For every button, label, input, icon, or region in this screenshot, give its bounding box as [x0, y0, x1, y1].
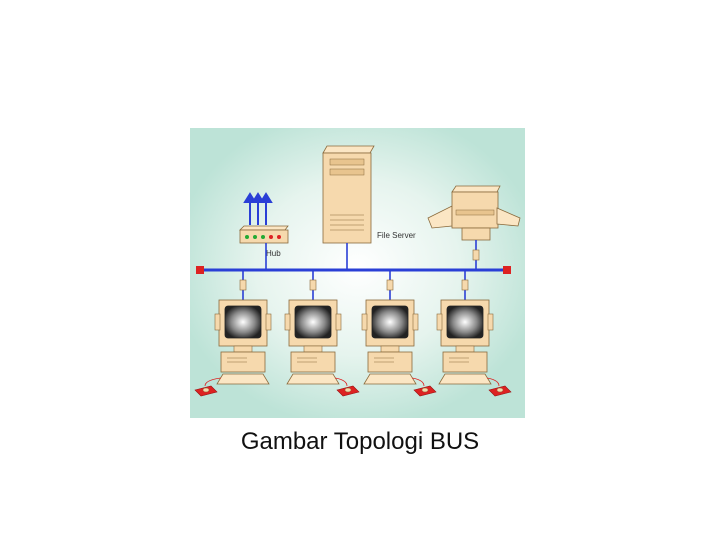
hub-uplink-arrows [243, 192, 273, 225]
workstation-2 [284, 270, 360, 397]
bus-terminator-left [196, 266, 204, 274]
monitor-screen [294, 305, 332, 339]
diagram-caption: Gambar Topologi BUS [240, 428, 480, 455]
bus-topology-diagram: Hub File Server [190, 128, 525, 418]
workstation-4 [436, 270, 512, 397]
bus-terminator-right [503, 266, 511, 274]
monitor-screen [224, 305, 262, 339]
hub-device [239, 225, 289, 244]
file-server [322, 145, 375, 244]
monitor-screen [371, 305, 409, 339]
monitor-screen [446, 305, 484, 339]
workstation-1 [194, 270, 272, 397]
workstations [194, 270, 512, 397]
workstation-3 [361, 270, 437, 397]
printer [427, 185, 521, 241]
hub-label: Hub [266, 249, 281, 258]
printer-transceiver [472, 249, 480, 261]
file-server-label: File Server [377, 231, 416, 240]
